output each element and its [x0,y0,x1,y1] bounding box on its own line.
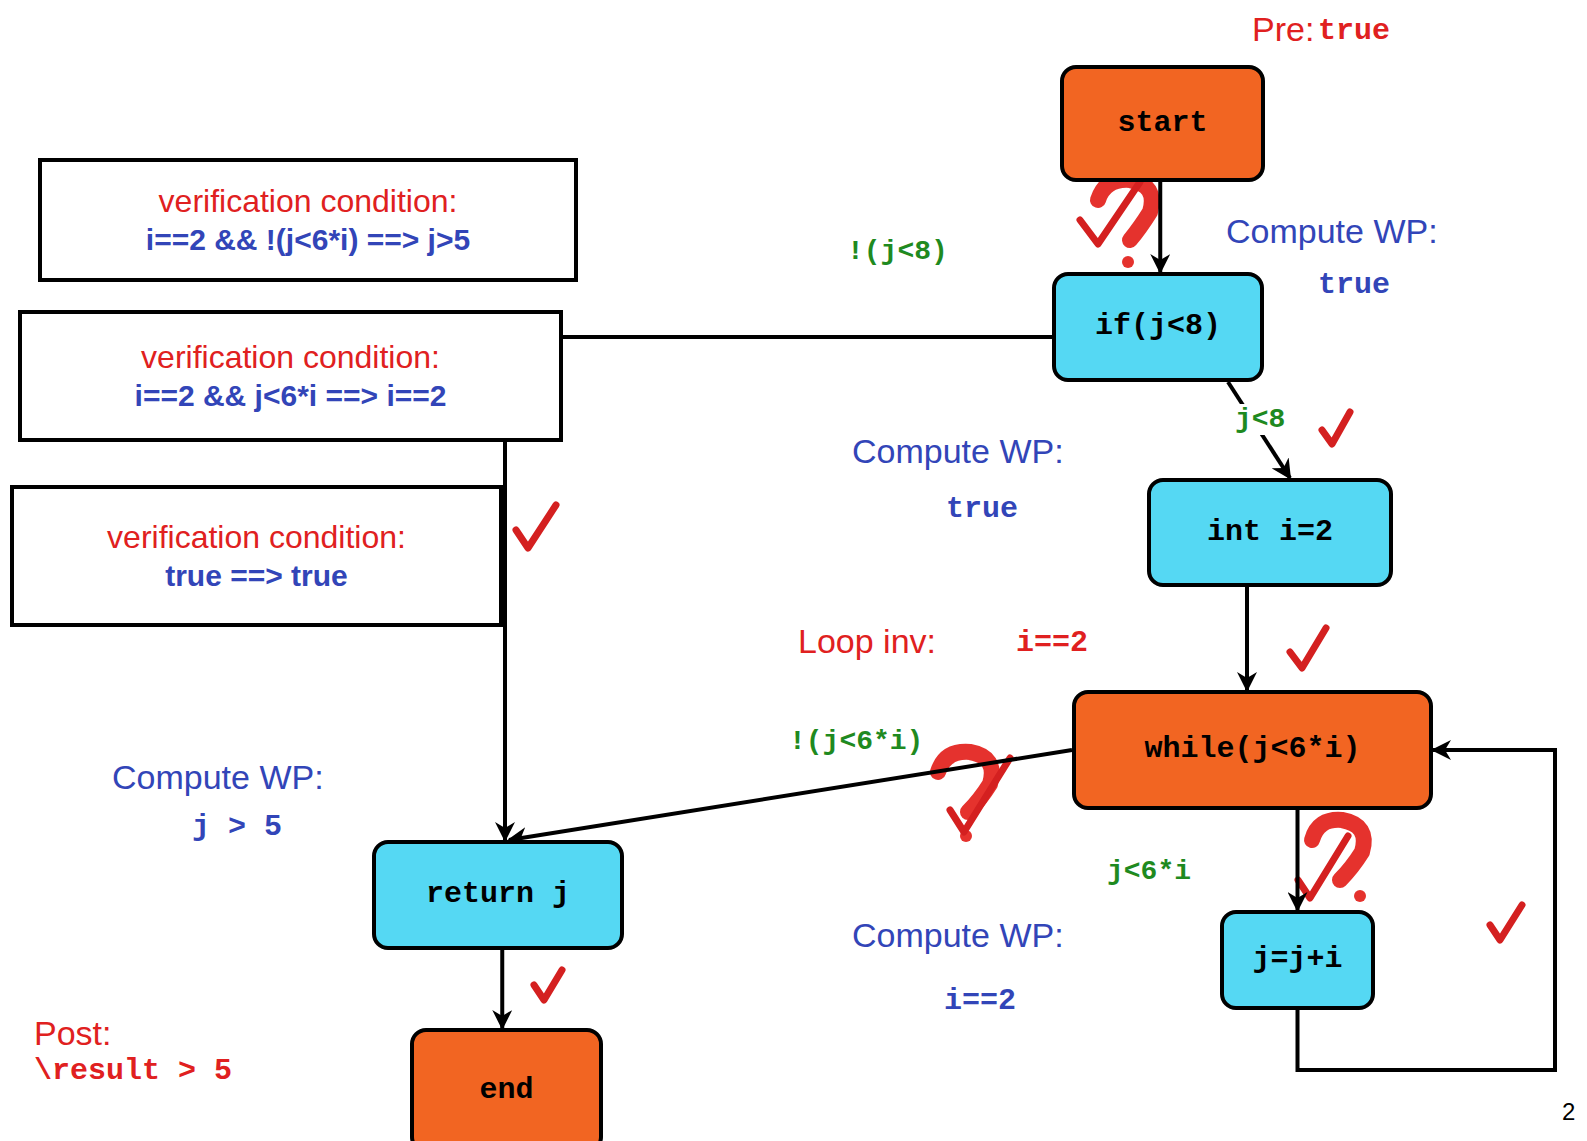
annotation-value: i==2 [1016,626,1088,660]
check-mark [516,505,556,548]
condition-heading: verification condition: [107,517,406,557]
annotation-value: i==2 [944,984,1016,1018]
question-dot [1122,256,1134,268]
annotation-heading: Post: [34,1014,111,1053]
question-dot [1354,890,1366,902]
check-mark [1298,836,1348,898]
node-code: while(j<6*i) [1144,731,1360,769]
flow-arrow [1296,810,1300,910]
flow-arrow [500,950,504,1028]
node-code: end [479,1072,533,1110]
verification-condition-box: verification condition:i==2 && !(j<6*i) … [38,158,578,282]
annotation-heading: Loop inv: [798,622,936,661]
flow-node-box: j=j+i [1220,910,1375,1010]
edge-condition-label: j<6*i [1104,856,1194,887]
verification-condition-box: verification condition:true ==> true [10,485,503,627]
annotation-heading: Pre: [1252,10,1314,49]
flow-arrow [1228,382,1290,478]
flow-arrow [1245,587,1249,690]
annotation-value: j > 5 [192,810,282,844]
check-mark [534,970,562,1000]
condition-formula: i==2 && j<6*i ==> i==2 [135,377,447,415]
annotation-value: true [946,492,1018,526]
annotation-value: true [1318,268,1390,302]
annotation-value: \result > 5 [34,1054,232,1088]
flow-node-box: return j [372,840,624,950]
flow-node-box: while(j<6*i) [1072,690,1433,810]
node-code: j=j+i [1252,941,1342,979]
annotation-heading: Compute WP: [1226,212,1438,251]
flow-arrow [509,750,1072,840]
check-marks [516,182,1522,1000]
condition-heading: verification condition: [141,337,440,377]
condition-formula: true ==> true [165,557,348,595]
check-mark [1080,182,1140,244]
page-number: 2 [1562,1098,1575,1126]
flow-arrow [1158,182,1162,272]
node-code: int i=2 [1207,514,1333,552]
annotation-heading: Compute WP: [852,432,1064,471]
node-code: if(j<8) [1095,308,1221,346]
verification-condition-box: verification condition:i==2 && j<6*i ==>… [18,310,563,442]
flow-node-box: start [1060,65,1265,182]
check-mark [1290,628,1326,668]
flow-node-box: end [410,1028,603,1141]
condition-formula: i==2 && !(j<6*i) ==> j>5 [146,221,470,259]
condition-heading: verification condition: [159,181,458,221]
edge-condition-label: !(j<6*i) [786,726,926,757]
edge-condition-label: !(j<8) [844,236,951,267]
check-mark [1490,905,1522,940]
check-mark [1322,412,1350,444]
annotation-heading: Compute WP: [852,916,1064,955]
flow-node-box: int i=2 [1147,478,1393,587]
annotation-heading: Compute WP: [112,758,324,797]
node-code: return j [426,876,570,914]
node-code: start [1117,105,1207,143]
flow-node-box: if(j<8) [1052,272,1264,382]
annotation-value: true [1318,14,1390,48]
edge-condition-label: j<8 [1232,404,1288,435]
